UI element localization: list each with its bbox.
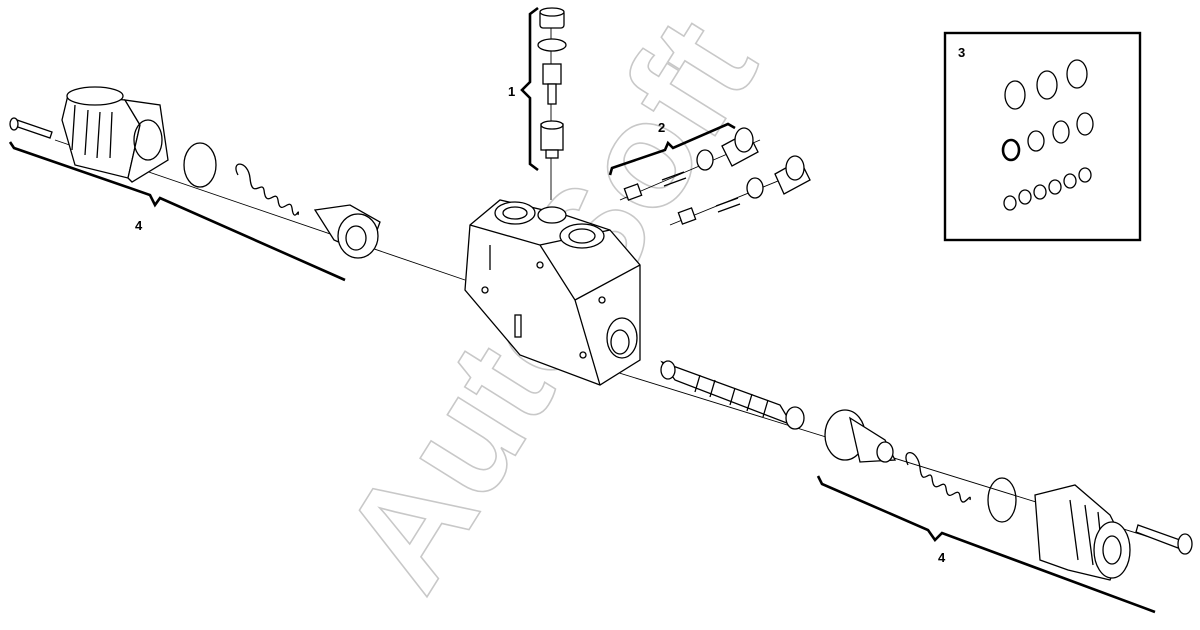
part-group-3-seal-kit: 3 [943,31,1142,242]
callout-4-left: 4 [135,218,143,233]
valve-body [464,199,641,386]
spool [660,360,805,430]
part-group-1: 1 [508,6,567,172]
callout-1: 1 [508,84,515,99]
callout-2: 2 [658,120,665,135]
callout-4-right: 4 [938,550,946,565]
callout-3: 3 [958,45,965,60]
part-group-4-left: 4 [8,86,381,282]
part-group-2: 2 [608,120,811,225]
part-group-4-right: 4 [816,409,1193,614]
